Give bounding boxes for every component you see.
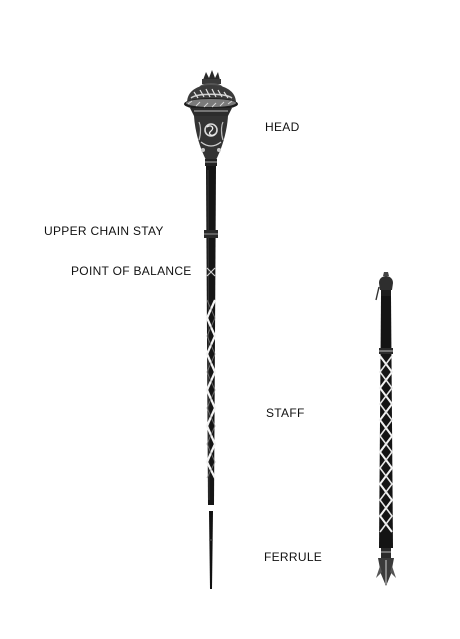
label-point-of-balance: POINT OF BALANCE xyxy=(71,264,192,278)
small-mace xyxy=(375,272,396,586)
label-ferrule: FERRULE xyxy=(264,550,323,564)
label-upper-chain-stay: UPPER CHAIN STAY xyxy=(44,224,164,238)
label-staff: STAFF xyxy=(266,406,305,420)
small-mace-head xyxy=(375,272,393,301)
small-mace-cord-wrap xyxy=(378,355,394,533)
small-mace-ferrule xyxy=(376,548,396,586)
label-head: HEAD xyxy=(265,120,300,134)
mace-head xyxy=(184,70,238,166)
mace-ferrule xyxy=(209,505,213,589)
mace-cord-wrap xyxy=(205,299,217,479)
large-mace xyxy=(184,70,238,589)
